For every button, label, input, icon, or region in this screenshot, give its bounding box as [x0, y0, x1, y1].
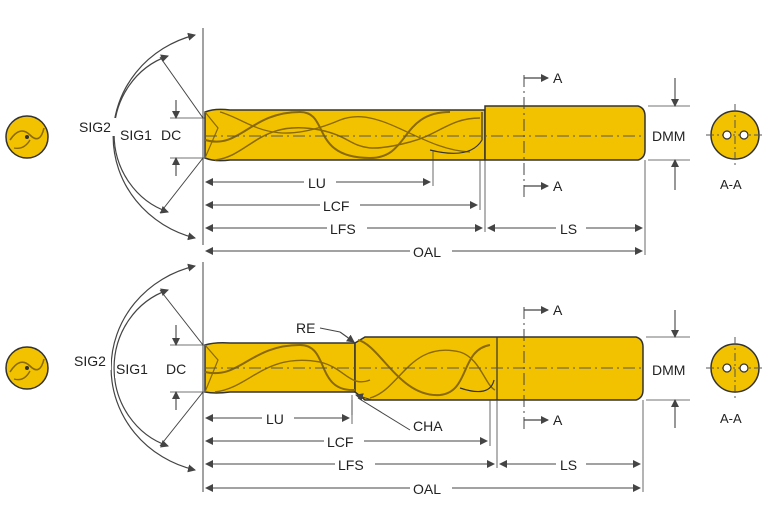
- top-section-marks: [523, 74, 549, 200]
- bottom-section-mark-top: A: [553, 302, 563, 318]
- top-length-dimensions: [205, 150, 646, 255]
- top-sig1-label: SIG1: [120, 127, 152, 143]
- top-lfs-label: LFS: [330, 221, 356, 237]
- top-drill-body: [204, 105, 646, 162]
- bottom-dc-dimension: [170, 325, 205, 410]
- bottom-section-marks: [523, 306, 549, 432]
- top-end-view-left: [5, 115, 49, 159]
- top-dc-dimension: [170, 100, 205, 176]
- bottom-dmm-label: DMM: [652, 362, 685, 378]
- bottom-re-leader: [319, 327, 355, 343]
- top-lcf-label: LCF: [323, 198, 349, 214]
- bottom-sig-arcs: [110, 262, 204, 492]
- bottom-drill-body: [204, 336, 644, 401]
- bottom-end-view-right: [706, 337, 764, 399]
- top-section-mark-top: A: [553, 70, 563, 86]
- top-oal-label: OAL: [413, 244, 441, 260]
- bottom-dmm-dimension: [646, 310, 690, 428]
- bottom-lcf-label: LCF: [327, 434, 353, 450]
- bottom-sig1-label: SIG1: [116, 361, 148, 377]
- top-dc-label: DC: [161, 127, 181, 143]
- top-dmm-dimension: [648, 78, 690, 190]
- bottom-sig2-label: SIG2: [74, 353, 106, 369]
- bottom-oal-label: OAL: [413, 481, 441, 497]
- bottom-drill-group: SIG2 SIG1 DC: [5, 262, 764, 497]
- top-sig1-bg: [119, 126, 153, 144]
- top-lu-label: LU: [308, 175, 326, 191]
- bottom-end-view-left: [5, 346, 49, 390]
- bottom-dc-label: DC: [166, 361, 186, 377]
- top-dmm-label: DMM: [652, 128, 685, 144]
- bottom-re-label: RE: [296, 320, 315, 336]
- bottom-section-mark-bottom: A: [553, 412, 563, 428]
- bottom-cha-label: CHA: [413, 418, 443, 434]
- top-ls-label: LS: [560, 221, 577, 237]
- top-sig2-label: SIG2: [79, 119, 111, 135]
- top-end-view-right: [706, 104, 764, 166]
- bottom-lu-label: LU: [266, 411, 284, 427]
- bottom-ls-label: LS: [560, 457, 577, 473]
- top-section-mark-bottom: A: [553, 178, 563, 194]
- top-section-label: A-A: [720, 177, 742, 192]
- bottom-section-label: A-A: [720, 411, 742, 426]
- top-sig2-bg: [78, 118, 116, 136]
- bottom-lfs-label: LFS: [338, 457, 364, 473]
- top-drill-group: SIG2 SIG1 DC: [5, 28, 764, 260]
